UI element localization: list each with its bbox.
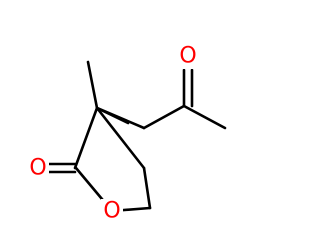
bond-c4-c5 bbox=[142, 166, 152, 210]
ring-oxygen-bg bbox=[101, 199, 123, 223]
acetyl-oxygen-bg bbox=[177, 43, 199, 69]
bond-c3-c4 bbox=[95, 106, 146, 170]
lactone-oxygen-bg bbox=[27, 156, 49, 180]
bond-methyl bbox=[86, 60, 99, 110]
bond-acetyl-methyl bbox=[182, 104, 227, 130]
lactone-carbonyl-oxygen-label: O bbox=[29, 156, 46, 181]
bond-c2-c3-ring bbox=[73, 106, 99, 170]
bond-c4-acetyl-carbon bbox=[142, 104, 186, 130]
bond-c3-c4-double bbox=[95, 106, 146, 130]
ring-oxygen-label: O bbox=[103, 199, 120, 224]
acetyl-oxygen-label: O bbox=[179, 44, 196, 69]
molecule-structure: O O O bbox=[27, 43, 227, 224]
